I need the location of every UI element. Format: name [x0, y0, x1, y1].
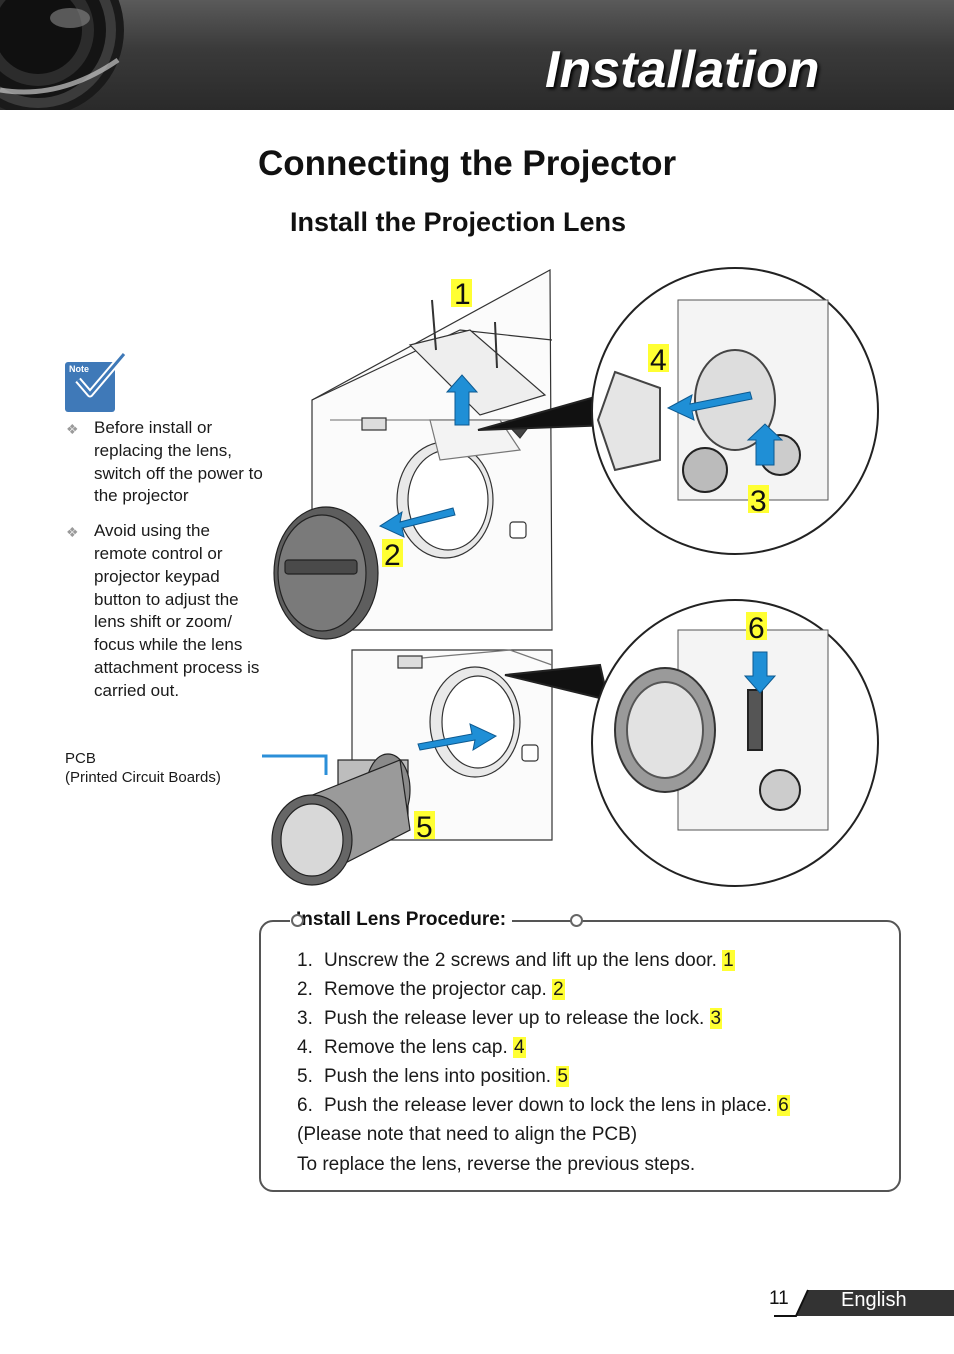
note-list: ❖ Before install or replacing the lens, …: [66, 417, 266, 715]
step-number: 6.: [297, 1091, 324, 1120]
step-text: Push the release lever down to lock the …: [324, 1095, 772, 1116]
step-ref-badge: 4: [513, 1037, 526, 1058]
note-icon: Note: [64, 350, 128, 414]
ring-right-icon: [570, 914, 583, 927]
procedure-step: 3.Push the release lever up to release t…: [297, 1004, 790, 1033]
language-label: English: [841, 1289, 907, 1312]
procedure-step: 4.Remove the lens cap. 4: [297, 1033, 790, 1062]
step-number: 5.: [297, 1062, 324, 1091]
procedure-note: (Please note that need to align the PCB): [297, 1120, 790, 1150]
note-icon-label: Note: [69, 364, 89, 374]
page-number: 11: [769, 1288, 789, 1310]
step-text: Remove the projector cap.: [324, 979, 547, 1000]
subsection-title: Install the Projection Lens: [290, 207, 626, 238]
section-title: Connecting the Projector: [258, 144, 676, 184]
step-ref-badge: 1: [722, 950, 735, 971]
callout-2: 2: [384, 539, 401, 572]
pcb-label-subtitle: (Printed Circuit Boards): [65, 768, 221, 787]
callout-3: 3: [750, 485, 767, 518]
callout-1: 1: [454, 278, 471, 311]
step-text: Remove the lens cap.: [324, 1037, 508, 1058]
pcb-label-title: PCB: [65, 749, 221, 768]
procedure-footer: To replace the lens, reverse the previou…: [297, 1150, 790, 1180]
procedure-title: Install Lens Procedure:: [290, 906, 512, 934]
procedure-step: 1.Unscrew the 2 screws and lift up the l…: [297, 946, 790, 975]
note-item: ❖ Before install or replacing the lens, …: [66, 417, 266, 508]
procedure-title-text: Install Lens Procedure:: [296, 909, 506, 930]
callout-4: 4: [650, 344, 667, 377]
zoom-detail-bottom: [505, 600, 878, 886]
page-header: Installation: [0, 0, 954, 110]
step-ref-badge: 3: [710, 1008, 723, 1029]
step-text: Push the release lever up to release the…: [324, 1008, 704, 1029]
step-ref-badge: 6: [777, 1095, 790, 1116]
lens-assembly-illustration: [272, 754, 410, 885]
step-number: 2.: [297, 975, 324, 1004]
pcb-leader-line: [262, 756, 326, 775]
chapter-title: Installation: [545, 40, 819, 100]
lens-installation-figure: 1 2 3 4 5 6: [262, 264, 887, 894]
ring-left-icon: [291, 914, 304, 927]
diamond-bullet-icon: ❖: [66, 418, 79, 441]
step-ref-badge: 5: [556, 1066, 569, 1087]
step-ref-badge: 2: [552, 979, 565, 1000]
procedure-step: 6.Push the release lever down to lock th…: [297, 1091, 790, 1120]
lens-graphic-icon: [0, 0, 130, 110]
projector-cap-illustration: [274, 507, 378, 639]
step-text: Unscrew the 2 screws and lift up the len…: [324, 950, 717, 971]
step-text: Push the lens into position.: [324, 1066, 551, 1087]
diamond-bullet-icon: ❖: [66, 521, 79, 544]
note-item: ❖ Avoid using the remote control or proj…: [66, 520, 266, 702]
step-number: 1.: [297, 946, 324, 975]
procedure-step: 2.Remove the projector cap. 2: [297, 975, 790, 1004]
procedure-steps: 1.Unscrew the 2 screws and lift up the l…: [297, 946, 790, 1180]
step-number: 4.: [297, 1033, 324, 1062]
step-number: 3.: [297, 1004, 324, 1033]
note-item-text: Avoid using the remote control or projec…: [94, 521, 259, 700]
note-item-text: Before install or replacing the lens, sw…: [94, 418, 263, 505]
procedure-step: 5.Push the lens into position. 5: [297, 1062, 790, 1091]
callout-6: 6: [748, 612, 765, 645]
callout-5: 5: [416, 811, 433, 844]
pcb-label: PCB (Printed Circuit Boards): [65, 749, 221, 787]
